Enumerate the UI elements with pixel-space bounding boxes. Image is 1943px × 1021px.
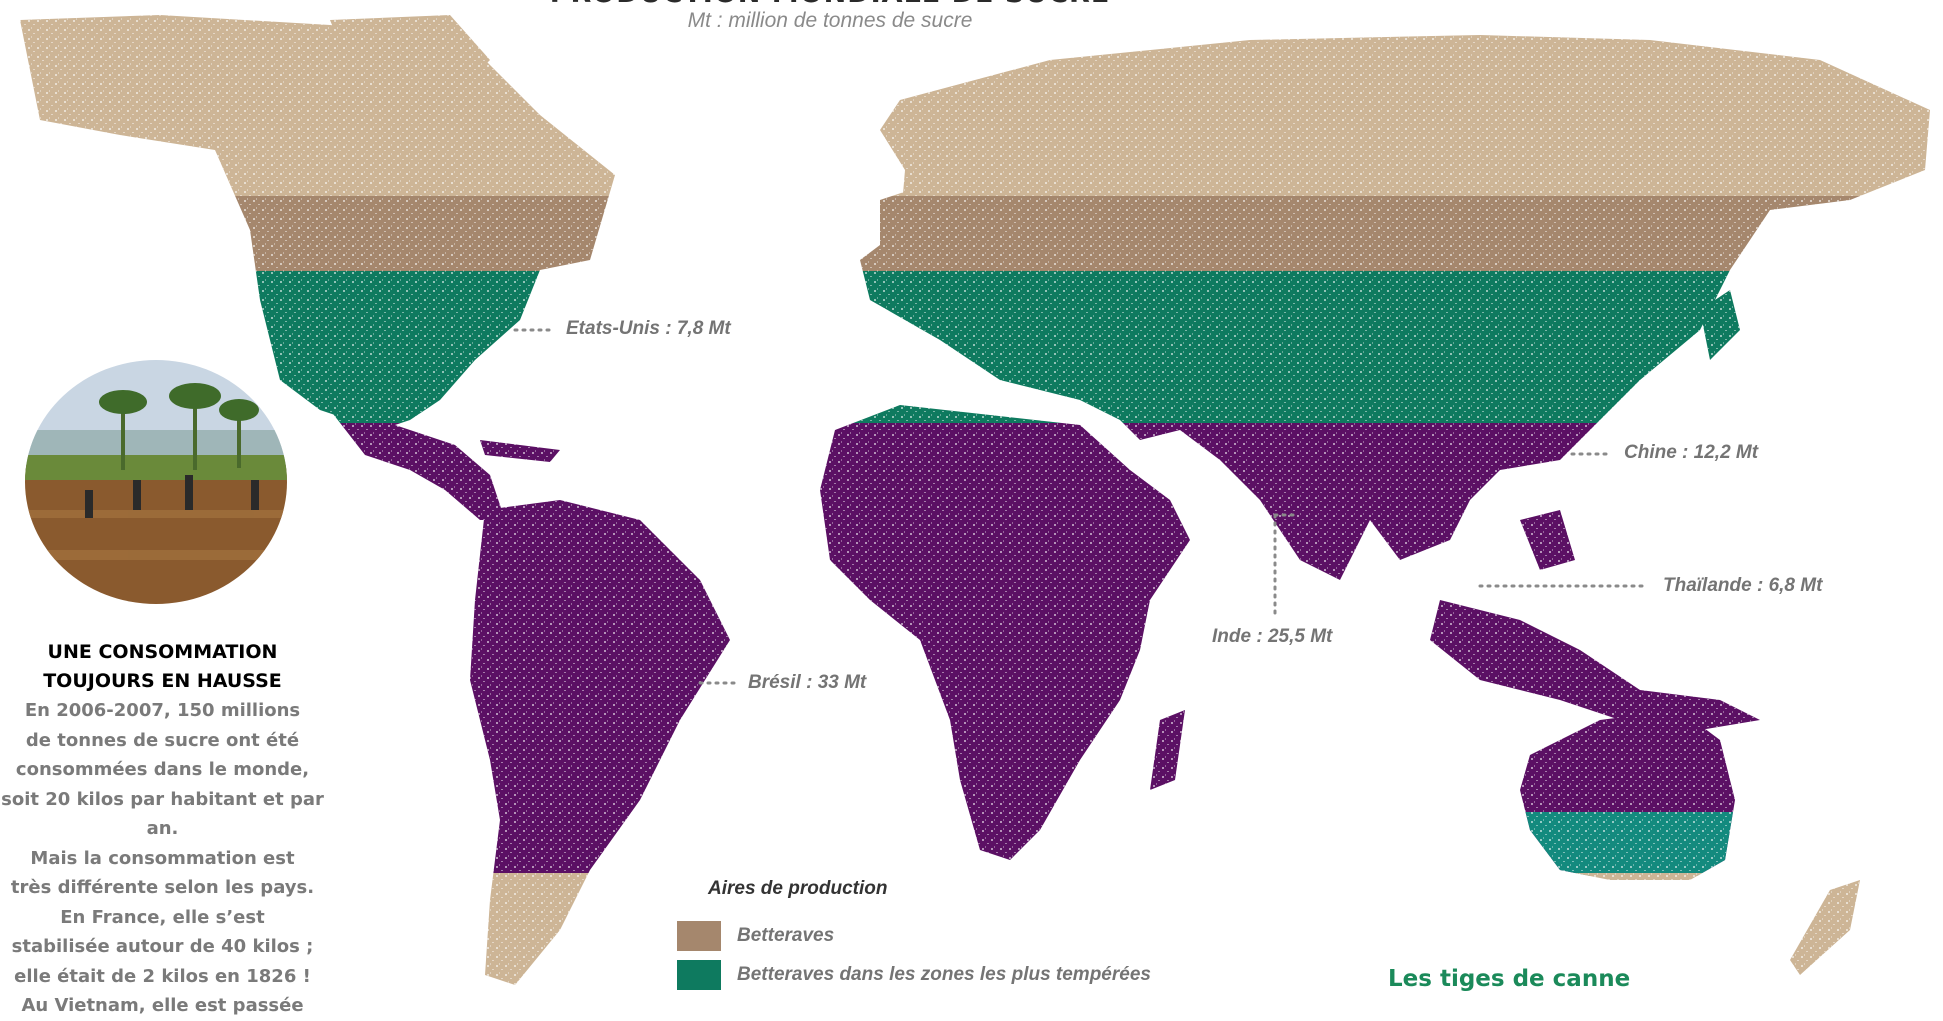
consumption-line: de tonnes de sucre ont été <box>25 729 300 751</box>
sugar-cane-field-photo <box>25 360 287 604</box>
legend-swatch-betteraves-temperees <box>677 960 721 990</box>
legend-item-betteraves-temperees: Betteraves dans les zones les plus tempé… <box>677 960 1151 990</box>
map-title: PRODUCTION MONDIALE DE SUCRE <box>540 0 1120 9</box>
legend-item-betteraves: Betteraves <box>677 921 834 951</box>
consumption-heading-line1: UNE CONSOMMATION <box>47 641 278 663</box>
label-chine: Chine : 12,2 Mt <box>1624 442 1759 463</box>
consumption-line: soit 20 kilos par habitant et par an. <box>1 788 324 840</box>
consumption-line: Au Vietnam, elle est passée <box>21 995 304 1016</box>
teaser-heading: Les tiges de canne <box>1388 966 1631 992</box>
label-inde: Inde : 25,5 Mt <box>1212 626 1333 647</box>
legend-title: Aires de production <box>708 878 888 899</box>
map-subtitle: Mt : million de tonnes de sucre <box>687 9 973 32</box>
label-thailande: Thaïlande : 6,8 Mt <box>1663 575 1823 596</box>
label-etats-unis: Etats-Unis : 7,8 Mt <box>566 318 731 339</box>
legend-label-betteraves: Betteraves <box>737 925 835 946</box>
label-bresil: Brésil : 33 Mt <box>748 672 867 693</box>
consumption-line: elle était de 2 kilos en 1826 ! <box>14 965 311 987</box>
consumption-line: En France, elle s’est <box>60 906 265 928</box>
consumption-line: très différente selon les pays. <box>10 877 315 898</box>
consumption-line: stabilisée autour de 40 kilos ; <box>11 936 314 957</box>
consumption-panel: UNE CONSOMMATION TOUJOURS EN HAUSSE En 2… <box>0 638 335 1021</box>
legend-swatch-betteraves <box>677 921 721 951</box>
consumption-heading-line2: TOUJOURS EN HAUSSE <box>43 670 282 692</box>
legend-label-betteraves-temperees: Betteraves dans les zones les plus tempé… <box>737 964 1151 985</box>
consumption-line: Mais la consommation est <box>30 847 295 869</box>
consumption-line: En 2006-2007, 150 millions <box>24 700 301 721</box>
world-map <box>20 15 1930 985</box>
consumption-line: consommées dans le monde, <box>15 759 310 780</box>
